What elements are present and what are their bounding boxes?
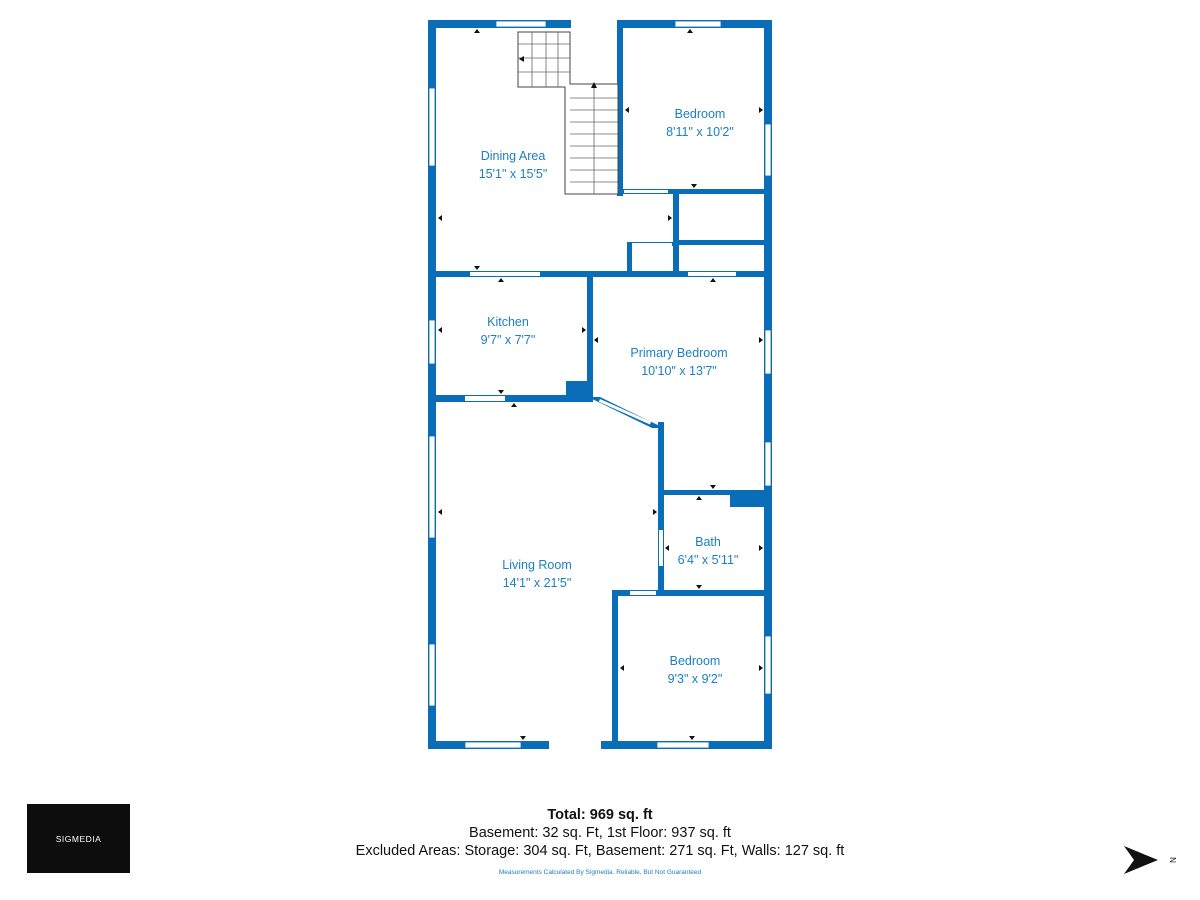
- room-label-kitchen: Kitchen 9'7" x 7'7": [481, 315, 536, 347]
- room-label-bedroom-south: Bedroom 9'3" x 9'2": [668, 654, 723, 686]
- room-label-primary-bedroom: Primary Bedroom 10'10" x 13'7": [630, 346, 727, 378]
- svg-text:9'7" x 7'7": 9'7" x 7'7": [481, 333, 536, 347]
- floor-breakdown: Basement: 32 sq. Ft, 1st Floor: 937 sq. …: [469, 825, 731, 841]
- room-label-dining-area: Dining Area 15'1" x 15'5": [479, 149, 548, 181]
- svg-text:8'11" x 10'2": 8'11" x 10'2": [666, 125, 734, 139]
- svg-text:Bath: Bath: [695, 535, 721, 549]
- svg-text:Dining Area: Dining Area: [481, 149, 546, 163]
- room-label-bath: Bath 6'4" x 5'11": [678, 535, 739, 567]
- svg-text:Living Room: Living Room: [502, 558, 571, 572]
- svg-text:Bedroom: Bedroom: [670, 654, 721, 668]
- svg-text:Primary Bedroom: Primary Bedroom: [630, 346, 727, 360]
- area-summary: Total: 969 sq. ft Basement: 32 sq. Ft, 1…: [300, 806, 900, 876]
- room-label-living-room: Living Room 14'1" x 21'5": [502, 558, 571, 590]
- room-label-bedroom-north: Bedroom 8'11" x 10'2": [666, 107, 734, 139]
- staircase: [517, 31, 619, 195]
- svg-text:6'4" x 5'11": 6'4" x 5'11": [678, 553, 739, 567]
- svg-text:14'1" x 21'5": 14'1" x 21'5": [503, 576, 572, 590]
- svg-text:Kitchen: Kitchen: [487, 315, 529, 329]
- measurement-markers: [438, 29, 763, 740]
- svg-text:Bedroom: Bedroom: [675, 107, 726, 121]
- svg-text:15'1" x 15'5": 15'1" x 15'5": [479, 167, 548, 181]
- logo-text: SIGMEDIA: [55, 833, 102, 844]
- north-label: N: [1168, 857, 1177, 863]
- excluded-areas: Excluded Areas: Storage: 304 sq. Ft, Bas…: [355, 843, 845, 859]
- sigmedia-logo: SIGMEDIA: [27, 804, 130, 873]
- disclaimer-text: Measurements Calculated By Sigmedia. Rel…: [498, 869, 702, 876]
- svg-text:10'10" x 13'7": 10'10" x 13'7": [641, 364, 717, 378]
- north-arrow-icon: N: [1124, 846, 1177, 874]
- svg-text:9'3" x 9'2": 9'3" x 9'2": [668, 672, 723, 686]
- floor-plan: Dining Area 15'1" x 15'5" Bedroom 8'11" …: [428, 20, 772, 749]
- total-area: Total: 969 sq. ft: [547, 807, 653, 823]
- windows: [428, 20, 772, 749]
